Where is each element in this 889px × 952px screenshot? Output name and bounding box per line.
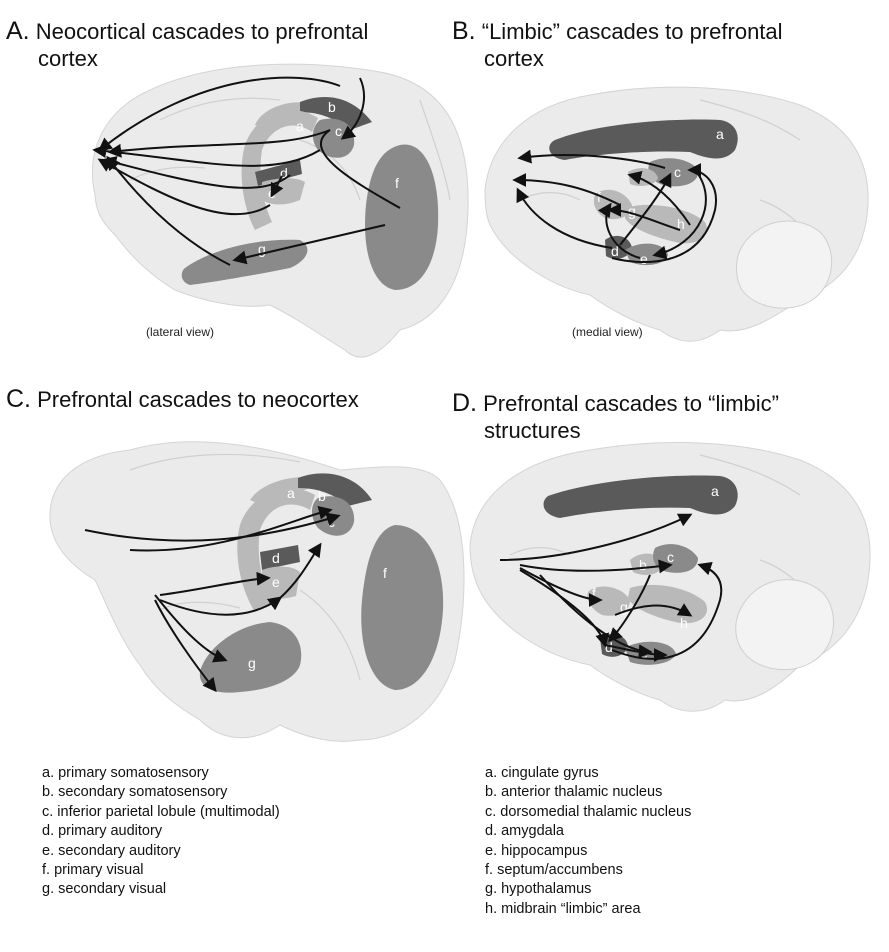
lateral-c-a-label: a (287, 485, 295, 501)
panel-a-diagram: a b c d e f g (lateral view) (92, 64, 468, 357)
brain-diagrams: a b c d e f g (lateral view) a (0, 0, 889, 760)
legend-right-item: h. midbrain “limbic” area (485, 900, 691, 919)
legend-left-item: d. primary auditory (42, 822, 280, 841)
legend-left: a. primary somatosensory b. secondary so… (42, 764, 280, 900)
lateral-f-label: f (395, 175, 399, 191)
legend-left-item: b. secondary somatosensory (42, 783, 280, 802)
medial-e-label: e (640, 251, 648, 267)
medial-d-h-label: h (680, 615, 688, 631)
lateral-c-g-label: g (248, 655, 256, 671)
lateral-c-label: c (335, 123, 342, 139)
lateral-c-f-label: f (383, 565, 387, 581)
lateral-a-label: a (296, 118, 304, 134)
legend-right-item: e. hippocampus (485, 842, 691, 861)
lateral-c-e-label: e (272, 574, 280, 590)
medial-c-label: c (674, 164, 681, 180)
medial-d-b-label: b (639, 557, 647, 573)
medial-g-label: g (628, 203, 636, 219)
lateral-c-d-label: d (272, 550, 280, 566)
panel-b-diagram: a c f g h d e (medial view) (485, 87, 868, 341)
lateral-b-label: b (328, 99, 336, 115)
legend-left-item: a. primary somatosensory (42, 764, 280, 783)
legend-left-item: g. secondary visual (42, 880, 280, 899)
region-f-primary-visual (365, 145, 438, 290)
legend-left-item: e. secondary auditory (42, 842, 280, 861)
medial-d-c-label: c (667, 549, 674, 565)
legend-right: a. cingulate gyrus b. anterior thalamic … (485, 764, 691, 919)
medial-view-label: (medial view) (572, 325, 643, 339)
medial-d-a-label: a (711, 483, 719, 499)
legend-right-item: g. hypothalamus (485, 880, 691, 899)
legend-left-item: f. primary visual (42, 861, 280, 880)
legend-right-item: f. septum/accumbens (485, 861, 691, 880)
legend-right-item: b. anterior thalamic nucleus (485, 783, 691, 802)
medial-a-label: a (716, 126, 724, 142)
panel-d-diagram: a b c f g h d e (470, 443, 870, 712)
legend-right-item: a. cingulate gyrus (485, 764, 691, 783)
lateral-c-b-label: b (318, 488, 326, 504)
legend-left-item: c. inferior parietal lobule (multimodal) (42, 803, 280, 822)
legend-right-item: d. amygdala (485, 822, 691, 841)
lateral-view-label: (lateral view) (146, 325, 214, 339)
panel-c-diagram: a b c d e f g (50, 442, 464, 742)
legend-right-item: c. dorsomedial thalamic nucleus (485, 803, 691, 822)
